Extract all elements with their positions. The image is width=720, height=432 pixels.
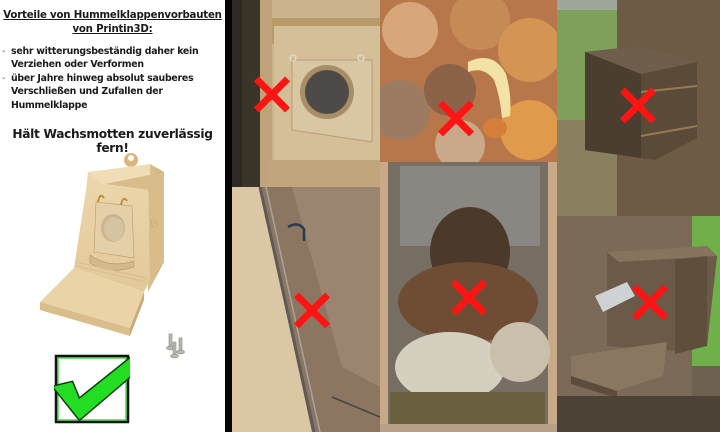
red-x-icon (619, 86, 657, 124)
title-line-1: Vorteile von Hummelklappenvorbauten (3, 10, 222, 21)
red-x-icon (450, 278, 488, 316)
bullet-dash: - (2, 72, 6, 84)
red-x-icon (253, 75, 291, 113)
benefit-text: über Jahre hinweg absolut sauberes Versc… (11, 72, 194, 111)
benefit-text: sehr witterungsbeständig daher kein Verz… (11, 46, 199, 71)
photo-plastic-flap-side (232, 187, 380, 432)
panel-title: Vorteile von Hummelklappenvorbauten von … (0, 9, 225, 37)
photo-wax-moth-larvae (380, 0, 557, 162)
panel-divider (225, 0, 232, 432)
red-x-icon (293, 291, 331, 329)
svg-text:B: B (148, 216, 159, 231)
bumblebee-flap-product-icon: B (40, 153, 164, 336)
title-line-2: von Printin3D: (72, 24, 153, 35)
photo-weathered-dark-box (557, 0, 720, 216)
bullet-dash: - (2, 46, 6, 57)
photo-destroyed-nest (380, 162, 557, 432)
screws-icon (166, 333, 185, 359)
red-x-icon (631, 283, 669, 321)
green-checkmark-icon (54, 354, 130, 424)
slogan: Hält Wachsmotten zuverlässig fern! (12, 127, 213, 155)
benefit-item: - über Jahre hinweg absolut sauberes Ver… (2, 72, 224, 112)
benefits-list: - sehr witterungsbeständig daher kein Ve… (2, 45, 224, 112)
benefit-item: - sehr witterungsbeständig daher kein Ve… (2, 45, 224, 72)
photo-wooden-flap-box (232, 0, 380, 187)
red-x-icon (437, 99, 475, 137)
photo-metal-flap-old-box (557, 216, 720, 432)
info-panel: Vorteile von Hummelklappenvorbauten von … (0, 0, 225, 432)
